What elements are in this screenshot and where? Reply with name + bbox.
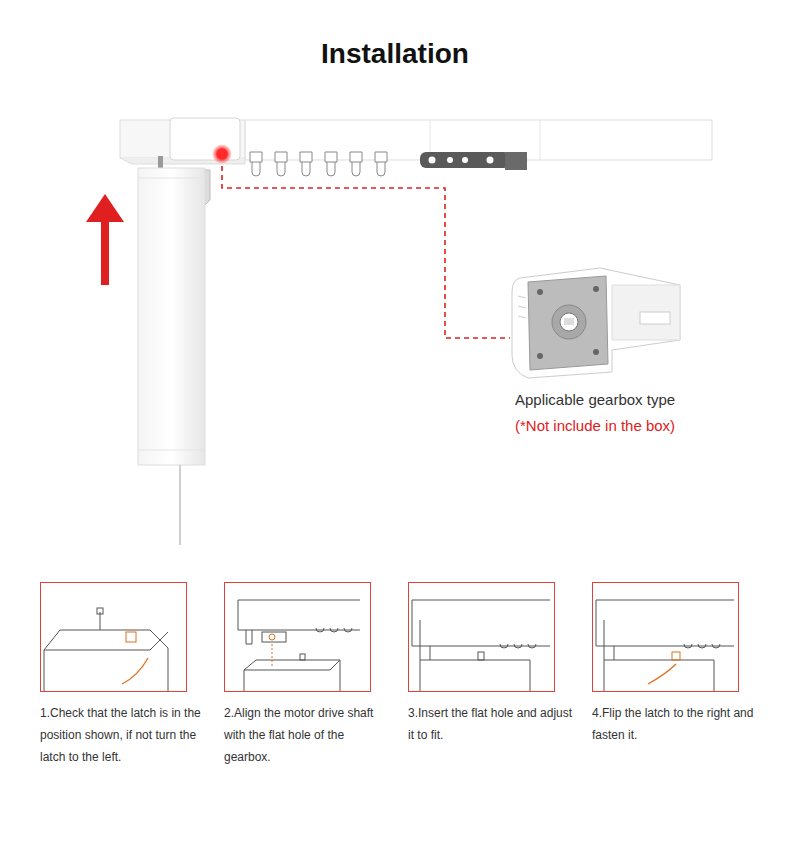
step-caption: 3.Insert the flat hole and adjust it to …: [408, 702, 573, 746]
gearbox-note: (*Not include in the box): [515, 417, 675, 434]
step-caption: 4.Flip the latch to the right and fasten…: [592, 702, 757, 746]
insert-arrow: [86, 194, 124, 285]
curtain-motor: [138, 156, 210, 545]
curtain-rail: [120, 118, 712, 164]
gearbox-illustration: [512, 268, 680, 378]
page-title: Installation: [0, 38, 790, 70]
step-caption: 1.Check that the latch is in the positio…: [40, 702, 205, 768]
step-panel: 4.Flip the latch to the right and fasten…: [592, 582, 757, 746]
step-panel: 3.Insert the flat hole and adjust it to …: [408, 582, 573, 746]
step-frame: [408, 582, 555, 692]
leader-line: [222, 166, 510, 338]
step-frame: [592, 582, 739, 692]
step-frame: [40, 582, 187, 692]
step-sketches: [44, 600, 734, 692]
step-frame: [224, 582, 371, 692]
rail-gliders: [250, 152, 387, 176]
step-caption: 2.Align the motor drive shaft with the f…: [224, 702, 389, 768]
step-panel: 2.Align the motor drive shaft with the f…: [224, 582, 389, 768]
position-dot: [217, 149, 228, 160]
gearbox-caption: Applicable gearbox type: [515, 391, 675, 408]
position-dot-glow: [212, 144, 232, 164]
runner-bracket: [420, 152, 527, 170]
step-panel: 1.Check that the latch is in the positio…: [40, 582, 205, 768]
